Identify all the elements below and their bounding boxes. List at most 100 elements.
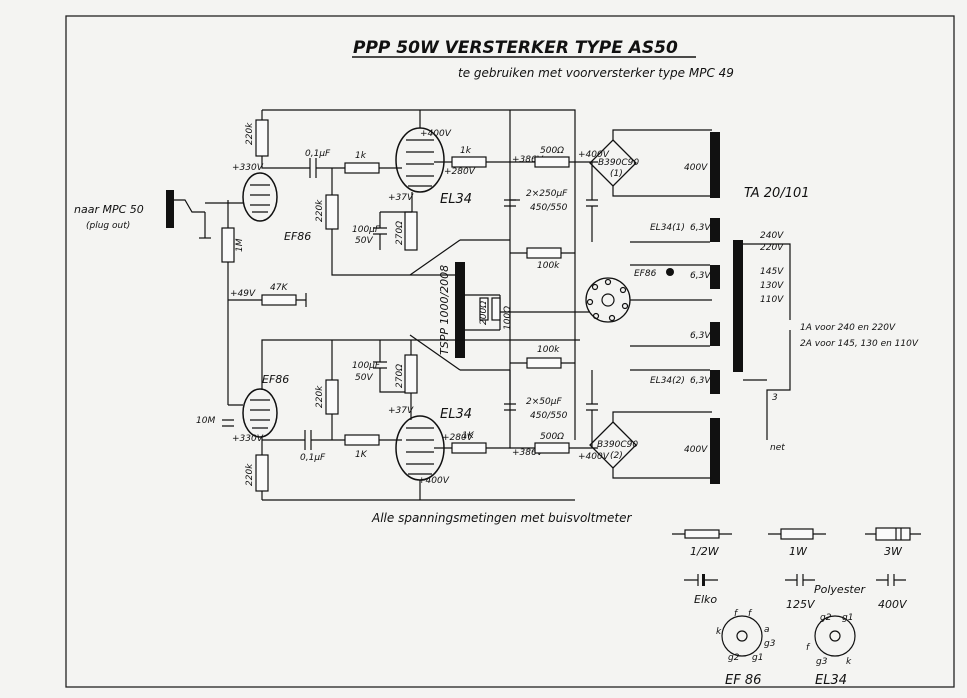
label-50v-top: 50V — [355, 236, 373, 246]
label-b390-top: B390C90 — [598, 158, 639, 168]
label-c01-bot: 0,1µF — [300, 453, 326, 463]
label-1k-bottom: 1K — [355, 450, 368, 460]
label-el34-bottom: EL34 — [440, 407, 472, 422]
legend-el34-label: EL34 — [815, 673, 847, 688]
legend-label-1w: 1W — [789, 545, 808, 558]
footer-note: Alle spanningsmetingen met buisvoltmeter — [371, 511, 632, 525]
label-47k: 47K — [270, 283, 288, 293]
heater-winding-4 — [710, 370, 720, 394]
legend-label-poly: Polyester — [814, 583, 867, 596]
label-cap-top-v: 450/550 — [530, 203, 568, 213]
label-63v-2: 6,3V — [690, 271, 711, 281]
legend-resistor-3w — [875, 527, 911, 541]
label-400v-plate-bot: +400V — [418, 476, 450, 486]
label-ef86-bottom: EF86 — [262, 373, 289, 386]
resistor-100k-bottom — [526, 357, 562, 369]
tube-ef86-bottom — [242, 388, 278, 438]
label-1k-screen-bottom: 1K — [462, 431, 475, 441]
mains-transformer-core-bot — [710, 418, 720, 484]
label-100uf-bot: 100µF — [352, 361, 381, 371]
legend-ef86-socket — [721, 615, 763, 657]
resistor-500-bottom — [534, 442, 570, 454]
input-jack[interactable] — [166, 190, 174, 228]
label-37v-bot: +37V — [388, 406, 414, 416]
label-500-top: 500Ω — [540, 146, 564, 156]
label-mains-transformer: TA 20/101 — [744, 186, 810, 201]
label-200: 200Ω — [479, 301, 489, 325]
label-10m: 10M — [196, 416, 215, 426]
legend-label-elko: Elko — [694, 593, 717, 606]
legend-ef86-label: EF 86 — [725, 673, 761, 688]
label-100: 100Ω — [503, 306, 513, 330]
legend-ef86-pin-a: a — [764, 625, 770, 635]
label-b390-top-num: (1) — [610, 169, 623, 179]
tube-ef86-top — [242, 172, 278, 222]
resistor-270-top — [404, 211, 418, 251]
label-386v-bot: +386V — [512, 448, 544, 458]
fuse-note-1: 1A voor 240 en 220V — [800, 323, 896, 333]
label-270-bottom: 270Ω — [395, 364, 405, 388]
legend-el34-pin-f: f — [806, 643, 811, 653]
resistor-1k-bottom — [344, 434, 380, 446]
label-330v-top: +330V — [232, 163, 264, 173]
label-tap-220: 220V — [760, 243, 784, 253]
input-sublabel: (plug out) — [86, 221, 130, 231]
resistor-100 — [491, 297, 501, 321]
legend-label-half-w: 1/2W — [690, 545, 720, 558]
label-63v-4: 6,3V — [690, 376, 711, 386]
label-63v-1: 6,3V — [690, 223, 711, 233]
label-220k-grid-bottom: 220k — [315, 385, 325, 408]
output-transformer-core — [455, 262, 465, 358]
legend-resistor-half-w — [684, 529, 720, 539]
label-400v-plate-top: +400V — [420, 129, 452, 139]
legend-el34-socket — [814, 615, 856, 657]
mains-primary-winding — [733, 240, 743, 372]
legend-el34-pin-g3: g3 — [816, 657, 828, 667]
legend-ef86-pin-f2: f — [748, 609, 753, 619]
resistor-500-top — [534, 156, 570, 168]
label-270-top: 270Ω — [395, 221, 405, 245]
label-tap-130: 130V — [760, 281, 784, 291]
label-fuse-num: 3 — [772, 393, 778, 403]
label-49v: +49V — [230, 289, 256, 299]
label-100k-top: 100k — [537, 261, 560, 271]
label-386v-top: +386V — [512, 155, 544, 165]
label-1k-screen-top: 1k — [460, 146, 472, 156]
label-400v-top: +400V — [578, 150, 610, 160]
label-ef86-socket: EF86 — [634, 269, 657, 279]
resistor-1k-top — [344, 162, 380, 174]
page-title: PPP 50W VERSTERKER TYPE AS50 — [353, 38, 678, 58]
label-cap-bot-v: 450/550 — [530, 411, 568, 421]
legend-label-poly-125: 125V — [786, 598, 816, 611]
legend-ef86-pin-g3: g3 — [764, 639, 776, 649]
label-220k-top: 220k — [245, 122, 255, 145]
label-400v-sec-top: 400V — [684, 163, 708, 173]
resistor-1m — [221, 227, 235, 263]
resistor-1k-screen-bottom — [451, 442, 487, 454]
label-1k-top: 1k — [355, 151, 367, 161]
resistor-220k-top — [255, 119, 269, 157]
label-280v-top: +280V — [444, 167, 476, 177]
label-output-transformer: TSPP 1000/2008 — [438, 265, 451, 355]
resistor-47k — [261, 294, 297, 306]
label-el34-top: EL34 — [440, 192, 472, 207]
label-ef86-top: EF86 — [284, 230, 311, 243]
label-tap-240: 240V — [760, 231, 784, 241]
label-37v-top: +37V — [388, 193, 414, 203]
label-cap-top: 2×250µF — [526, 189, 568, 199]
legend-label-3w: 3W — [884, 545, 903, 558]
label-el34-2: EL34(2) — [650, 376, 685, 386]
label-tap-110: 110V — [760, 295, 784, 305]
legend-ef86-pin-g2: g2 — [728, 653, 740, 663]
fuse-note-2: 2A voor 145, 130 en 110V — [800, 339, 919, 349]
label-100uf-top: 100µF — [352, 225, 381, 235]
label-280v-bot: +280V — [442, 433, 474, 443]
page-subtitle: te gebruiken met voorversterker type MPC… — [458, 66, 734, 80]
legend: 1/2W 1W 3W Elko 125V Polyester 400V k f … — [672, 527, 921, 688]
legend-ef86-pin-g1: g1 — [752, 653, 763, 663]
resistor-100k-top — [526, 247, 562, 259]
resistor-220k-bottom — [255, 454, 269, 492]
legend-el34-pin-k: k — [846, 657, 852, 667]
label-220k-bottom: 220k — [245, 463, 255, 486]
heater-winding-2 — [710, 265, 720, 289]
